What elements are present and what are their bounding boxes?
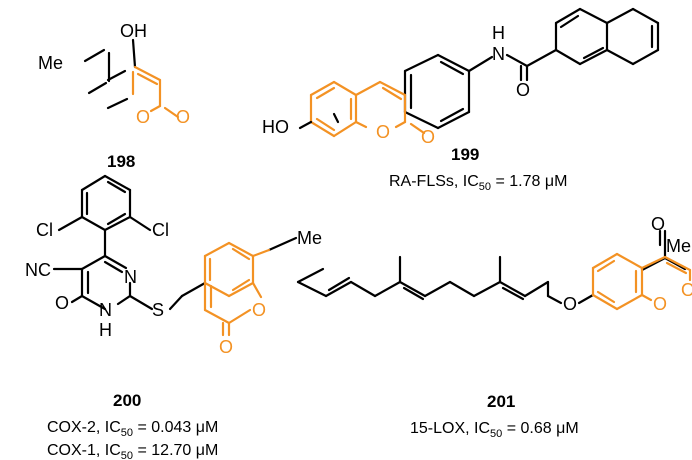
ic50-subscript: 50	[479, 181, 491, 193]
ic50-subscript: 50	[121, 427, 133, 439]
pyrimidine-n-label: N	[124, 267, 137, 287]
compound-199: HO O O N H O 199 RA-FLSs, IC50 = 1.78 μM	[262, 7, 660, 193]
compound-201: O O O O Me 201 15-LOX, IC50 = 0.68 μM	[296, 214, 692, 440]
amide-h-label: H	[492, 23, 505, 43]
activity-value: = 0.68 μM	[502, 420, 578, 437]
ic50-subscript: 50	[121, 450, 133, 460]
ic50-subscript: 50	[490, 428, 502, 440]
oh-label: OH	[120, 21, 147, 41]
methyl-label: Me	[666, 236, 691, 256]
pyrimidine-h-label: H	[99, 320, 112, 340]
amide-oxygen-label: O	[516, 80, 530, 100]
activity-200-cox2: COX-2, IC50 = 0.043 μM	[47, 419, 218, 439]
nitrile-label: NC	[25, 260, 51, 280]
activity-201: 15-LOX, IC50 = 0.68 μM	[410, 420, 579, 440]
activity-target: 15-LOX, IC	[410, 420, 490, 437]
hydroxyl-label: HO	[262, 117, 289, 137]
chloro-left-label: Cl	[36, 220, 53, 240]
compound-198: OH Me O O 198	[38, 21, 190, 171]
compound-number-201: 201	[487, 392, 515, 411]
carbonyl-oxygen-label: O	[219, 337, 233, 357]
ring-oxygen-label: O	[136, 107, 150, 127]
ether-oxygen-label: O	[563, 294, 577, 314]
chloro-right-label: Cl	[152, 220, 169, 240]
pyrimidine-nh-label: N	[99, 300, 112, 320]
compound-number-200: 200	[113, 391, 141, 410]
acetyl-oxygen-label: O	[651, 214, 665, 234]
pyrimidinone-oxygen-label: O	[55, 293, 69, 313]
compound-200: Cl Cl NC N O N H S Me O O 200 COX-2, IC5…	[25, 174, 322, 460]
compound-number-199: 199	[451, 145, 479, 164]
compound-number-198: 198	[107, 152, 135, 171]
activity-value: = 12.70 μM	[133, 442, 218, 459]
activity-199: RA-FLSs, IC50 = 1.78 μM	[389, 173, 567, 193]
activity-target: COX-1, IC	[47, 442, 121, 459]
methyl-label: Me	[297, 228, 322, 248]
activity-target: COX-2, IC	[47, 419, 121, 436]
carbonyl-oxygen-label: O	[176, 107, 190, 127]
ring-oxygen-label: O	[252, 300, 266, 320]
ring-oxygen-label: O	[653, 294, 667, 314]
carbonyl-oxygen-label: O	[421, 127, 435, 147]
ring-oxygen-label: O	[376, 122, 390, 142]
methyl-label: Me	[38, 53, 63, 73]
carbonyl-oxygen-label: O	[681, 280, 692, 300]
activity-200-cox1: COX-1, IC50 = 12.70 μM	[47, 442, 218, 460]
amide-n-label: N	[492, 44, 505, 64]
sulfur-label: S	[152, 300, 164, 320]
activity-value: = 0.043 μM	[133, 419, 218, 436]
activity-target: RA-FLSs, IC	[389, 173, 479, 190]
activity-value: = 1.78 μM	[491, 173, 567, 190]
